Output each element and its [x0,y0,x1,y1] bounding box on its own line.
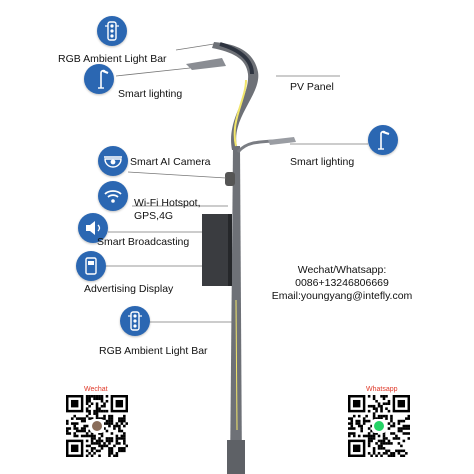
street-lamp-icon [98,69,109,89]
label-smart-broadcasting: Smart Broadcasting [97,236,190,248]
cabinet-shade [228,214,232,286]
traffic-light-icon [105,21,119,41]
wifi-icon [104,190,122,203]
wechat-qr-code[interactable] [66,395,128,457]
contact-wechat-whatsapp-label: Wechat/Whatsapp: [297,264,387,276]
whatsapp-qr-title: Whatsapp [366,386,398,393]
pole-base [227,440,245,474]
label-wifi-gps-line1: Wi-Fi Hotspot, [134,197,201,209]
leader-line-rgb-top [175,43,215,51]
wechat-qr-title: Wechat [84,386,108,393]
display-icon [85,257,97,275]
pv-panel-strip [219,42,254,75]
wifi-hotspot-icon [98,181,128,211]
speaker-icon [86,221,101,235]
top-lamp-head [186,58,226,70]
rgb-light-strip [233,79,247,147]
advertising-display-icon [76,251,106,281]
side-lamp-head [268,137,296,145]
label-smart-ai-camera: Smart AI Camera [130,156,211,168]
contact-email[interactable]: Email:youngyang@intefly.com [271,290,413,302]
leader-line-camera [127,171,227,179]
label-rgb-light-bar-bottom: RGB Ambient Light Bar [99,345,208,357]
equipment-cabinet [202,214,232,286]
contact-phone[interactable]: 0086+13246806669 [295,277,389,289]
label-pv-panel: PV Panel [290,81,334,93]
contact-info: Wechat/Whatsapp: 0086+13246806669 Email:… [266,264,418,303]
label-smart-lighting-right: Smart lighting [290,156,355,168]
camera-icon [104,156,122,168]
smart-lighting-icon-right [368,125,398,155]
street-lamp-icon [378,130,390,150]
camera-body [225,172,235,186]
pole-yellow-strip-lower [235,299,238,431]
whatsapp-qr-code[interactable] [348,395,410,457]
label-wifi-gps-line2: GPS,4G [134,210,174,222]
smart-lighting-icon-left [84,64,114,94]
label-advertising-display: Advertising Display [84,283,174,295]
traffic-light-icon [128,311,142,331]
smart-ai-camera-icon [98,146,128,176]
rgb-light-bar-icon-top [97,16,127,46]
rgb-light-bar-icon-bottom [120,306,150,336]
smart-broadcasting-icon [78,213,108,243]
label-rgb-light-bar-top: RGB Ambient Light Bar [58,53,167,65]
leader-line-smart-lighting-left [115,67,191,77]
label-smart-lighting-left: Smart lighting [118,88,183,100]
